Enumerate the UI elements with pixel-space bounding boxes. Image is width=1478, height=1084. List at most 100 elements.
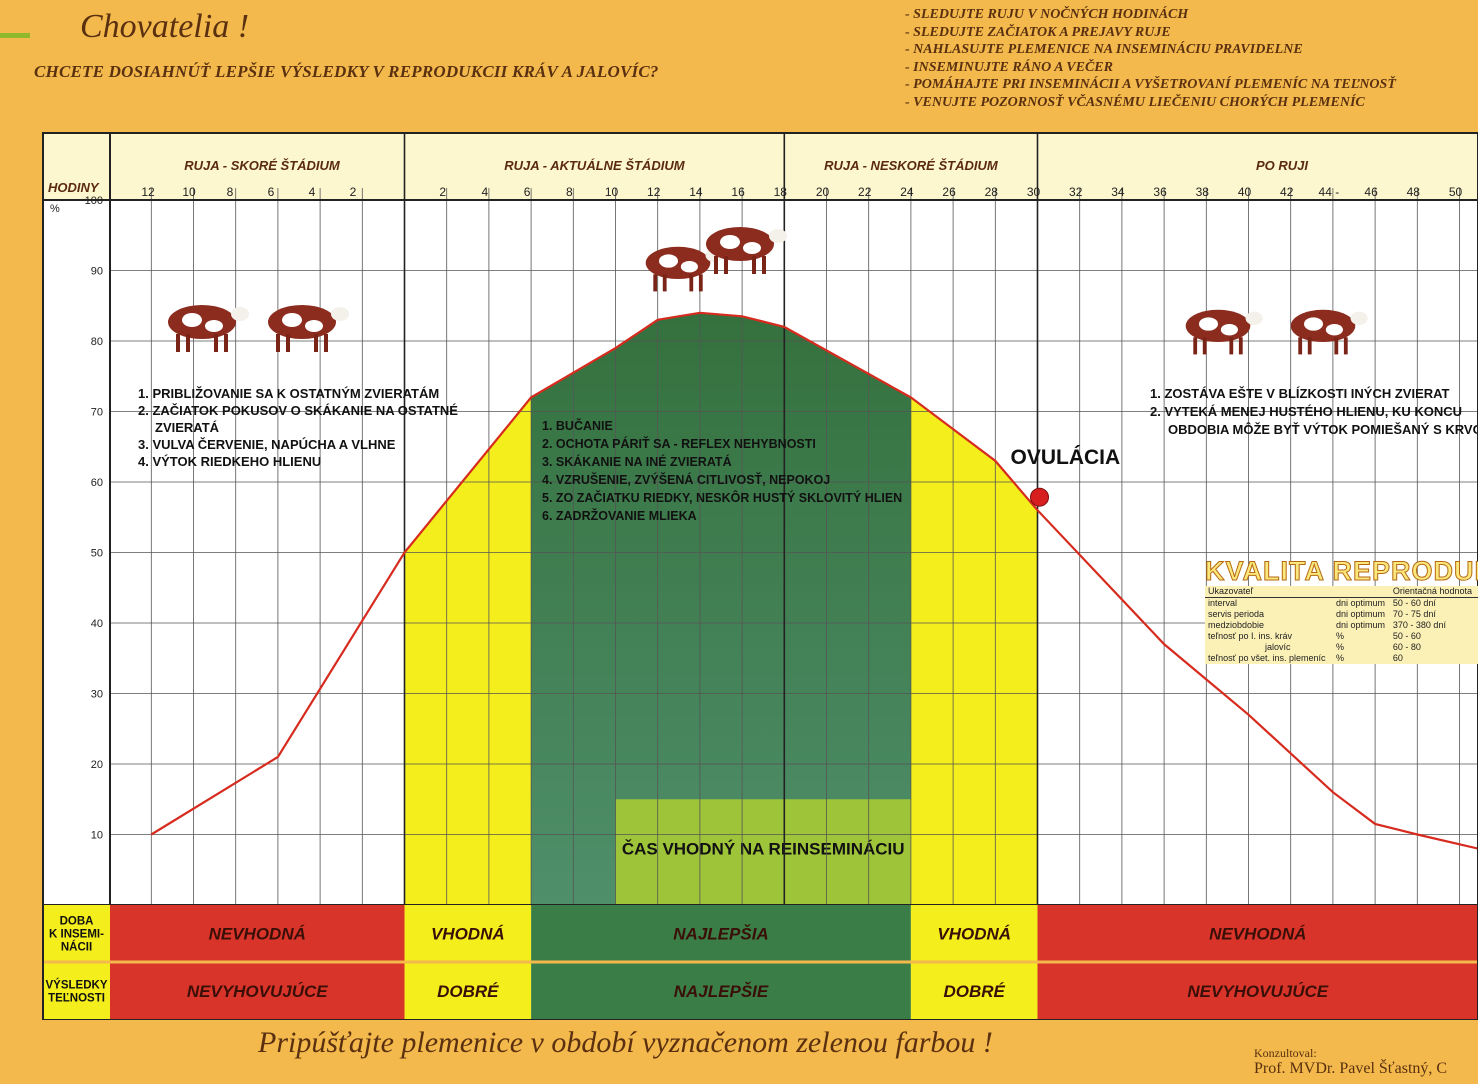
hour-tick-label: 24 <box>900 185 914 199</box>
cow-head <box>1350 311 1368 325</box>
row-cell-label: VHODNÁ <box>937 925 1011 944</box>
hour-tick-label: 36 <box>1153 185 1167 199</box>
cow-leg <box>276 334 280 352</box>
cow-spot <box>743 242 761 254</box>
row-label: VÝSLEDKY <box>46 979 108 992</box>
cow-leg <box>1334 337 1339 355</box>
hour-tick-label: 50 <box>1449 185 1463 199</box>
cow-leg <box>714 256 718 274</box>
cow-icon <box>1185 309 1263 355</box>
y-tick-label: 40 <box>91 618 103 630</box>
accent-line <box>0 33 30 38</box>
quality-cell: jalovíc <box>1265 642 1291 652</box>
hour-tick-label: 16 <box>731 185 745 199</box>
cow-body <box>168 305 236 339</box>
ovulation-label: OVULÁCIA <box>1011 446 1121 469</box>
y-tick-label: 30 <box>91 689 103 701</box>
actual-stage-note: 2. OCHOTA PÁRIŤ SA - REFLEX NEHYBNOSTI <box>542 436 816 451</box>
hour-tick-label: 2 <box>350 185 357 199</box>
row-cell <box>1037 962 1478 1020</box>
cow-leg <box>752 256 756 274</box>
tip-item: - POMÁHAJTE PRI INSEMINÁCII A VYŠETROVAN… <box>905 77 1396 92</box>
row-cell <box>531 962 911 1020</box>
row-cell <box>404 905 532 962</box>
y-tick-label: 70 <box>91 407 103 419</box>
quality-row: interval dni optimum 50 - 60 dní <box>1205 598 1478 610</box>
cow-leg <box>1229 337 1234 355</box>
hour-tick-label: 38 <box>1196 185 1210 199</box>
cow-leg <box>1298 337 1303 355</box>
quality-cell: dni optimum <box>1335 598 1385 608</box>
hour-tick-label: 14 <box>689 185 703 199</box>
y-tick-label: 90 <box>91 266 103 278</box>
row-label: TEĽNOSTI <box>48 993 105 1005</box>
chart-header <box>43 133 1478 200</box>
cow-leg <box>662 274 667 292</box>
cow-leg <box>762 256 766 274</box>
estrus-curve <box>150 311 1478 850</box>
hour-tick-label: 6 <box>268 185 275 199</box>
cow-spot <box>205 320 223 332</box>
tip-item: - NAHLASUJTE PLEMENICE NA INSEMINÁCIU PR… <box>905 42 1303 57</box>
quality-cell: dni optimum <box>1335 609 1385 619</box>
quality-cell: interval <box>1208 598 1238 608</box>
hour-tick-label: 12 <box>141 185 155 199</box>
hour-tick-label: 22 <box>858 185 872 199</box>
x-axis-label: HODINY <box>48 180 100 195</box>
early-stage-note: 1. PRIBLIŽOVANIE SA K OSTATNÝM ZVIERATÁM <box>138 386 439 401</box>
early-stage-note: 4. VÝTOK RIEDKEHO HLIENU <box>138 454 321 469</box>
cow-body <box>645 246 711 280</box>
quality-cell: teľnosť po všet. ins. plemeníc <box>1208 653 1326 663</box>
hour-tick-label: 26 <box>942 185 956 199</box>
y-tick-label: 50 <box>91 548 103 560</box>
y-tick-label: 20 <box>91 759 103 771</box>
cow-icon <box>168 305 249 352</box>
row-cell-label: DOBRÉ <box>943 982 1005 1001</box>
row-label: K INSEMI- <box>49 929 104 941</box>
row-cell-label: NAJLEPŠIA <box>673 925 768 944</box>
row-cell-label: NEVYHOVUJÚCE <box>1187 982 1328 1001</box>
quality-row: teľnosť po I. ins. kráv%50 - 60 <box>1205 631 1478 642</box>
hour-tick-label: 18 <box>774 185 788 199</box>
row-label-cell <box>43 962 110 1020</box>
tip-item: - VENUJTE POZORNOSŤ VČASNÉMU LIEČENIU CH… <box>905 94 1365 110</box>
cow-leg <box>324 334 328 352</box>
cow-icon <box>1290 309 1368 355</box>
footer-slogan: Pripúšťajte plemenice v období vyznačeno… <box>258 1026 993 1059</box>
cow-icon <box>645 246 723 292</box>
phase-label: RUJA - SKORÉ ŠTÁDIUM <box>184 158 341 173</box>
y-tick-label: 60 <box>91 477 103 489</box>
row-cell-label: DOBRÉ <box>437 982 499 1001</box>
quality-cell: 60 <box>1392 653 1403 663</box>
hour-tick-label: 32 <box>1069 185 1083 199</box>
cow-body <box>1290 309 1356 343</box>
hour-tick-label: 4 <box>482 185 489 199</box>
quality-cell: 60 - 80 <box>1392 642 1421 652</box>
cow-leg <box>176 334 180 352</box>
cow-spot <box>282 313 302 327</box>
tip-item: - SLEDUJTE ZAČIATOK A PREJAVY RUJE <box>905 24 1171 40</box>
tip-item: - SLEDUJTE RUJU V NOČNÝCH HODINÁCH <box>905 7 1189 22</box>
tip-item: - INSEMINUJTE RÁNO A VEČER <box>905 59 1113 75</box>
after-estrus-note: OBDOBIA MÔŽE BYŤ VÝTOK POMIEŠANÝ S KRVOU <box>1168 422 1478 437</box>
cow-leg <box>314 334 318 352</box>
quality-cell: dni optimum <box>1335 620 1385 630</box>
cow-leg <box>1307 337 1312 355</box>
page-title: Chovatelia ! <box>80 8 250 45</box>
cow-leg <box>186 334 190 352</box>
early-stage-note: ZVIERATÁ <box>155 420 220 435</box>
actual-stage-note: 3. SKÁKANIE NA INÉ ZVIERATÁ <box>542 454 732 469</box>
grid-group <box>110 188 1478 905</box>
row-cell <box>910 905 1038 962</box>
actual-stage-note: 6. ZADRŽOVANIE MLIEKA <box>542 508 697 523</box>
cow-leg <box>224 334 228 352</box>
hour-tick-label: 2 <box>439 185 446 199</box>
above-curve-mask <box>404 200 1038 553</box>
cow-leg <box>1193 337 1198 355</box>
hour-tick-label: 30 <box>1027 185 1041 199</box>
quality-cell: 50 - 60 dní <box>1392 598 1436 608</box>
early-stage-note: 2. ZAČIATOK POKUSOV O SKÁKANIE NA OSTATN… <box>138 403 458 418</box>
